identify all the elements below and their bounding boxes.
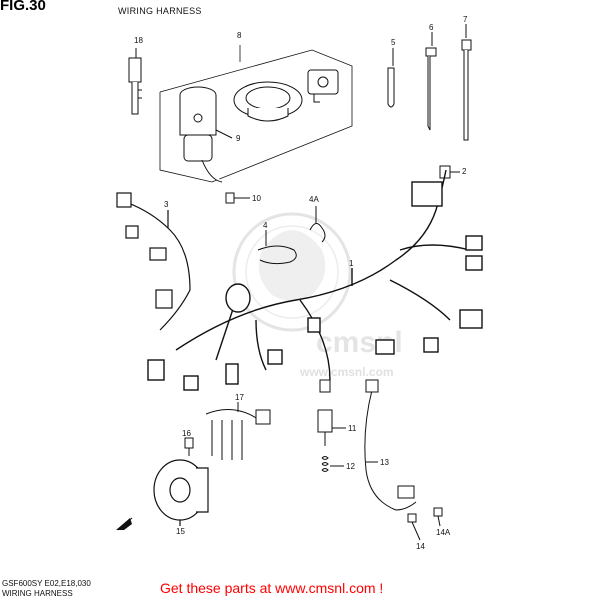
callout-16: 16 xyxy=(182,429,191,438)
callout-4a: 4A xyxy=(309,195,319,204)
figure-number: FIG.30 xyxy=(0,0,46,14)
callout-11: 11 xyxy=(348,424,357,433)
clip-4-part xyxy=(257,230,297,265)
watermark-logo: cmsnl www.cmsnl.com xyxy=(232,212,403,379)
callout-7: 7 xyxy=(463,15,468,24)
callout-4: 4 xyxy=(263,221,268,230)
callout-13: 13 xyxy=(380,458,389,467)
front-direction-icon xyxy=(116,517,133,531)
fuel-cap-part xyxy=(233,81,303,122)
callout-5: 5 xyxy=(391,38,396,47)
callout-2: 2 xyxy=(462,167,467,176)
main-harness-1 xyxy=(147,169,483,391)
cable-tie-part xyxy=(461,24,472,141)
lock-set-outline xyxy=(159,45,353,183)
shop-link[interactable]: Get these parts at www.cmsnl.com ! xyxy=(160,580,384,596)
spring-12-part xyxy=(321,456,344,472)
figure-title: WIRING HARNESS xyxy=(118,6,202,16)
callout-17: 17 xyxy=(235,393,244,402)
plug-leads-17-part xyxy=(205,402,271,460)
callout-9: 9 xyxy=(236,134,241,143)
bolt-14-part xyxy=(407,507,443,541)
key-part xyxy=(128,48,142,115)
relay-part xyxy=(439,165,460,179)
clip-4a-part xyxy=(309,206,326,243)
callout-15: 15 xyxy=(176,527,185,536)
footer-title: WIRING HARNESS xyxy=(2,589,73,598)
callout-8: 8 xyxy=(237,31,242,40)
ignition-switch-part xyxy=(179,86,233,183)
callout-18: 18 xyxy=(134,36,143,45)
bolt-part xyxy=(225,192,250,204)
model-code: GSF600SY E02,E18,030 xyxy=(2,579,91,588)
callout-3: 3 xyxy=(164,200,169,209)
horn-part xyxy=(153,459,209,526)
callout-12: 12 xyxy=(346,462,355,471)
lead-wire-13-part xyxy=(364,379,417,511)
clamp-6-part xyxy=(425,32,437,131)
sub-harness-3 xyxy=(116,192,191,331)
callout-10: 10 xyxy=(252,194,261,203)
switch-11-part xyxy=(317,379,346,446)
callout-14a: 14A xyxy=(436,528,451,537)
callout-6: 6 xyxy=(429,23,434,32)
callout-14: 14 xyxy=(416,542,425,551)
clamp-5-part xyxy=(387,48,395,108)
bolt-16-part xyxy=(184,437,194,456)
callout-1: 1 xyxy=(349,259,354,268)
watermark-url: www.cmsnl.com xyxy=(299,365,394,379)
seat-lock-part xyxy=(307,69,339,103)
